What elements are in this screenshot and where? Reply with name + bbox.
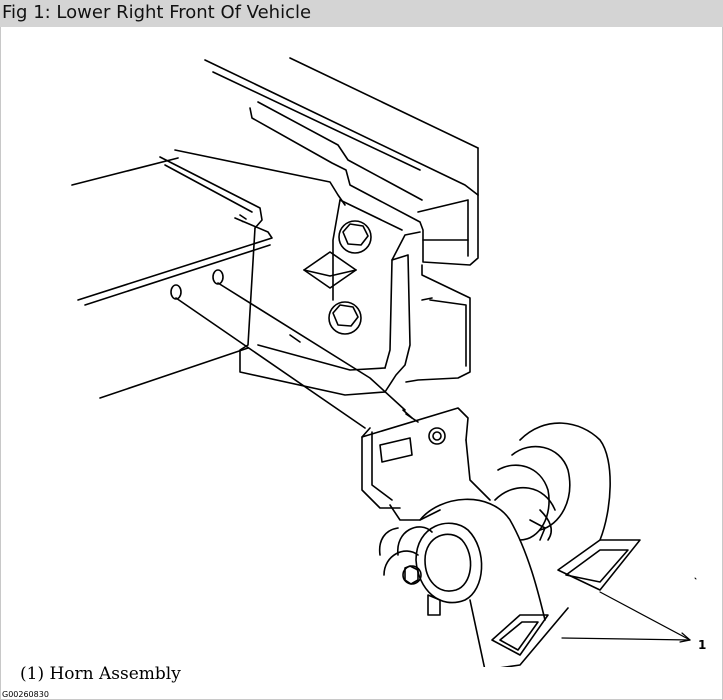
frame-rail	[204, 57, 479, 383]
rear-horn	[497, 422, 641, 591]
callout-number: 1	[698, 638, 707, 652]
callout-leaders	[561, 591, 691, 643]
figure-id: G00260830	[2, 690, 49, 699]
bracket-bolts	[328, 220, 372, 335]
diagram-drawing	[71, 57, 697, 667]
triangle-boss	[303, 251, 357, 289]
stray-marks	[239, 219, 697, 580]
figure-caption: (1) Horn Assembly	[20, 664, 181, 684]
front-horn	[378, 486, 569, 667]
figure-title: Fig 1: Lower Right Front Of Vehicle	[2, 2, 312, 23]
crossmember-bracket	[159, 149, 421, 396]
horn-bracket	[361, 407, 491, 521]
figure-title-bar: Fig 1: Lower Right Front Of Vehicle	[0, 0, 723, 27]
lower-panel	[71, 157, 273, 399]
alignment-lines	[175, 282, 406, 429]
